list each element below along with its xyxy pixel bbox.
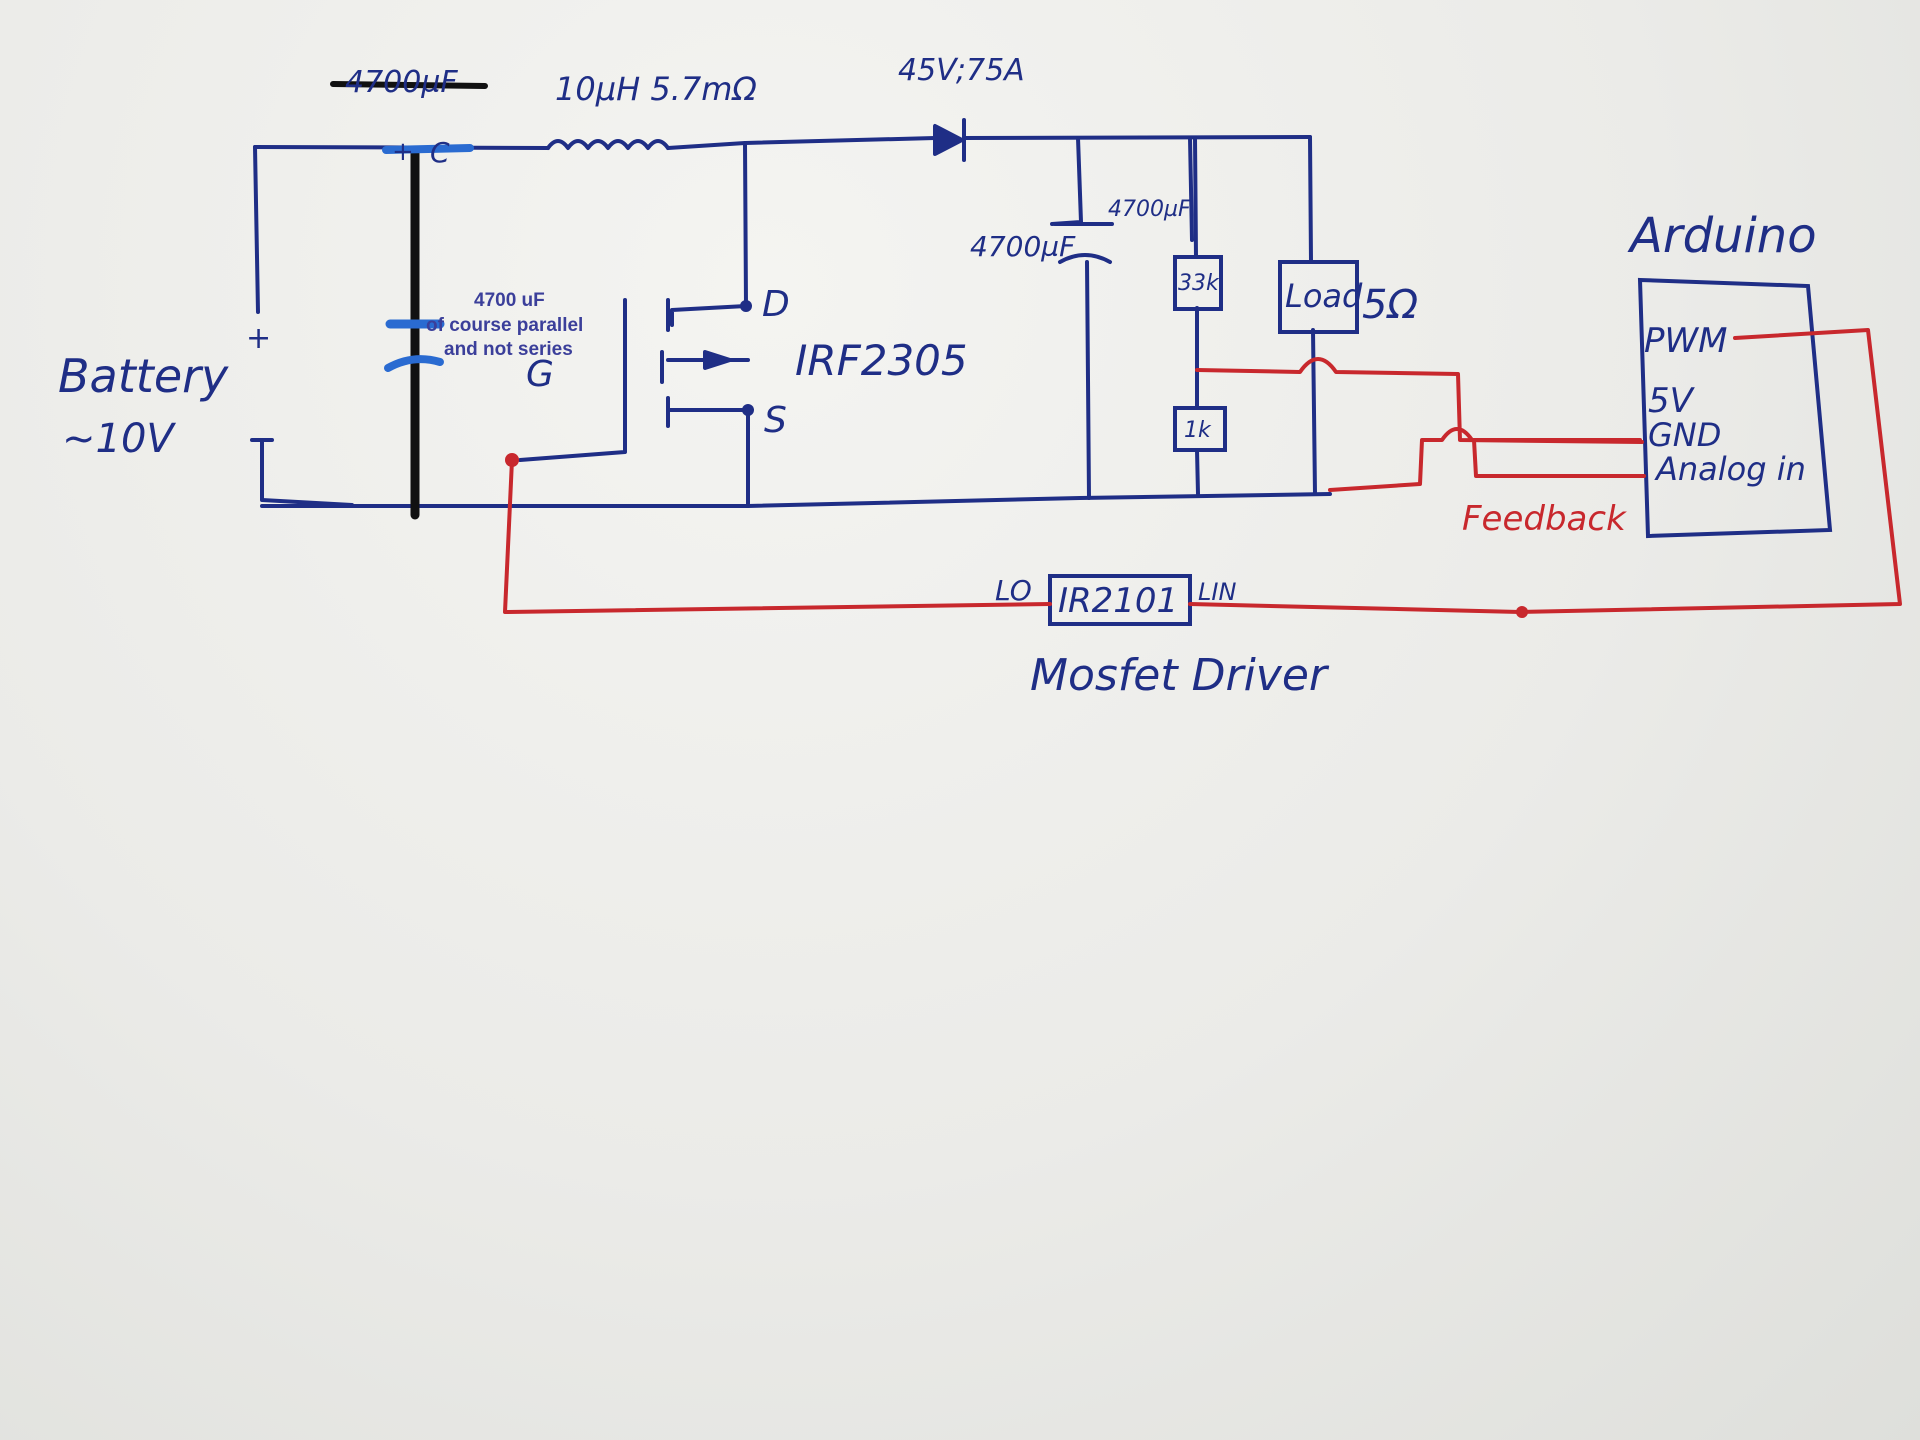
top-rail-mid: [666, 136, 937, 150]
inductor-label: 10µH 5.7mΩ: [555, 70, 757, 108]
mosfet-source-stub: [666, 408, 750, 508]
load-wire: [1308, 135, 1317, 496]
out-cap-wire-top: [1050, 136, 1083, 226]
battery-label: Battery: [58, 349, 229, 403]
cap-plus-label: +: [392, 137, 414, 167]
pin-gnd-label: GND: [1648, 416, 1721, 454]
drain-terminal-dot: [740, 300, 752, 312]
mosfet-s-label: S: [764, 400, 787, 441]
out-cap-plate-bottom: [1058, 253, 1112, 264]
gate-wire: [518, 418, 627, 462]
component-boxes: [1048, 255, 1833, 626]
blue-marker-plate-top: [382, 144, 474, 154]
divider-wire: [1193, 136, 1200, 496]
diode-body: [933, 124, 964, 156]
cap-c-label: C: [430, 136, 450, 169]
typed-note-line1: of course parallel: [426, 315, 583, 336]
diode-label: 45V;75A: [898, 53, 1025, 88]
text-labels: 4700µF 10µH 5.7mΩ 45V;75A + C Battery ~1…: [58, 53, 1817, 701]
resistor-1k-box: [1173, 406, 1227, 452]
mosfet-d-label: D: [762, 284, 790, 325]
battery-left-wire-lower: [260, 438, 354, 507]
crossed-out-line: [330, 81, 488, 89]
battery-plus-label: +: [246, 321, 271, 356]
resistor-33k-box: [1173, 255, 1223, 311]
bottom-rail: [260, 492, 1332, 508]
arduino-gnd-wire: [1472, 438, 1646, 478]
out-cap-scribble-label: 4700µF: [970, 230, 1076, 263]
out-cap-wire-bottom: [1085, 260, 1091, 500]
driver-caption-label: Mosfet Driver: [1030, 650, 1330, 701]
inductor-coil: [546, 139, 670, 150]
driver-lin-label: LIN: [1198, 578, 1236, 606]
gate-drive-wire: [503, 458, 1052, 614]
res-1k-label: 1k: [1184, 418, 1212, 443]
mosfet-arrow: [703, 350, 732, 370]
battery-left-wire: [253, 145, 260, 314]
mosfet-channel: [660, 298, 670, 428]
driver-lo-label: LO: [995, 574, 1032, 607]
top-rail-right: [962, 135, 1312, 140]
divider-feedback-wire: [1195, 357, 1644, 444]
driver-chip-label: IR2101: [1058, 581, 1178, 621]
mosfet-name-label: IRF2305: [795, 336, 968, 385]
load-value-label: 5Ω: [1362, 282, 1418, 328]
crossed-cap-label: 4700µF: [345, 65, 458, 100]
marker-overlays: [330, 81, 488, 520]
typed-note-value: 4700 uF: [474, 290, 545, 311]
driver-chip-box: [1048, 574, 1192, 626]
pwm-junction-dot: [1516, 606, 1528, 618]
pin-analog-label: Analog in: [1654, 450, 1806, 488]
red-wiring: [503, 328, 1902, 614]
typed-note-line2: and not series: [444, 339, 573, 360]
res-33k-label: 33k: [1178, 271, 1220, 296]
load-label: Load: [1285, 277, 1363, 315]
mosfet-g-label: G: [526, 354, 554, 395]
source-terminal-dot: [742, 404, 754, 416]
small-cap-top: [1188, 136, 1194, 242]
driver-to-pwm-wire: [1188, 328, 1902, 614]
arduino-box: [1637, 277, 1833, 539]
ground-feedback-wire: [1328, 427, 1642, 492]
pin-pwm-label: PWM: [1644, 321, 1727, 361]
mosfet-drain-stub: [670, 304, 748, 327]
gate-junction-dot: [505, 453, 519, 467]
blue-marker-cap-curve: [384, 355, 444, 372]
pin-5v-label: 5V: [1648, 381, 1696, 421]
load-box: [1278, 260, 1359, 334]
feedback-label: Feedback: [1462, 499, 1627, 539]
out-cap-small-label: 4700µF: [1108, 197, 1191, 222]
mosfet-drain-wire: [743, 141, 748, 308]
arduino-label: Arduino: [1627, 208, 1817, 264]
battery-voltage-label: ~10V: [62, 416, 176, 462]
